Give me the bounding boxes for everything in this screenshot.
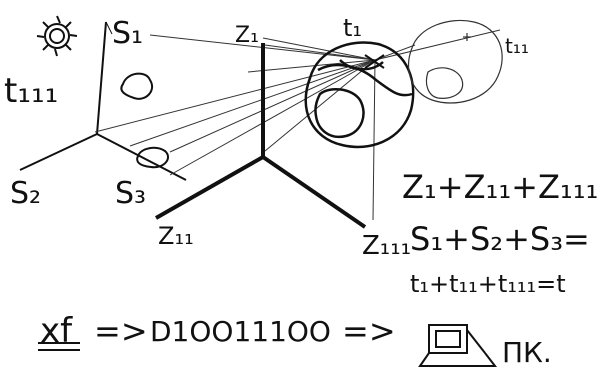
sun-icon	[36, 15, 78, 57]
xf-underline	[38, 342, 80, 351]
blob-s1	[120, 72, 153, 100]
equation-s-sum: S₁+S₂+S₃=	[410, 220, 590, 258]
globe-t11	[408, 19, 503, 104]
label-t2: t₁₁	[505, 34, 529, 58]
computer-icon	[418, 324, 498, 367]
label-z3: Z₁₁₁	[362, 231, 411, 261]
axes	[155, 43, 367, 229]
label-s1: S₁	[112, 16, 143, 51]
label-t1: t₁	[343, 14, 362, 42]
equation-z-sum: Z₁+Z₁₁+Z₁₁₁=Z	[402, 168, 600, 206]
label-t3: t₁₁₁	[4, 71, 58, 111]
label-s3: S₃	[115, 176, 146, 211]
label-z1: Z₁	[235, 23, 259, 48]
flow-binary: D1OO111OO	[150, 315, 331, 348]
plane-s1	[19, 21, 187, 181]
label-z2: Z₁₁	[158, 222, 194, 250]
flow-source: xf	[40, 311, 73, 351]
flow-arrow-1: =>	[94, 312, 148, 350]
blob-s3	[136, 146, 170, 169]
label-s2: S₂	[10, 176, 41, 211]
globe-t1	[304, 41, 415, 149]
flow-arrow-2: =>	[342, 312, 396, 350]
equation-t-sum: t₁+t₁₁+t₁₁₁=t	[410, 270, 566, 298]
flow-target: ПК.	[502, 336, 552, 369]
